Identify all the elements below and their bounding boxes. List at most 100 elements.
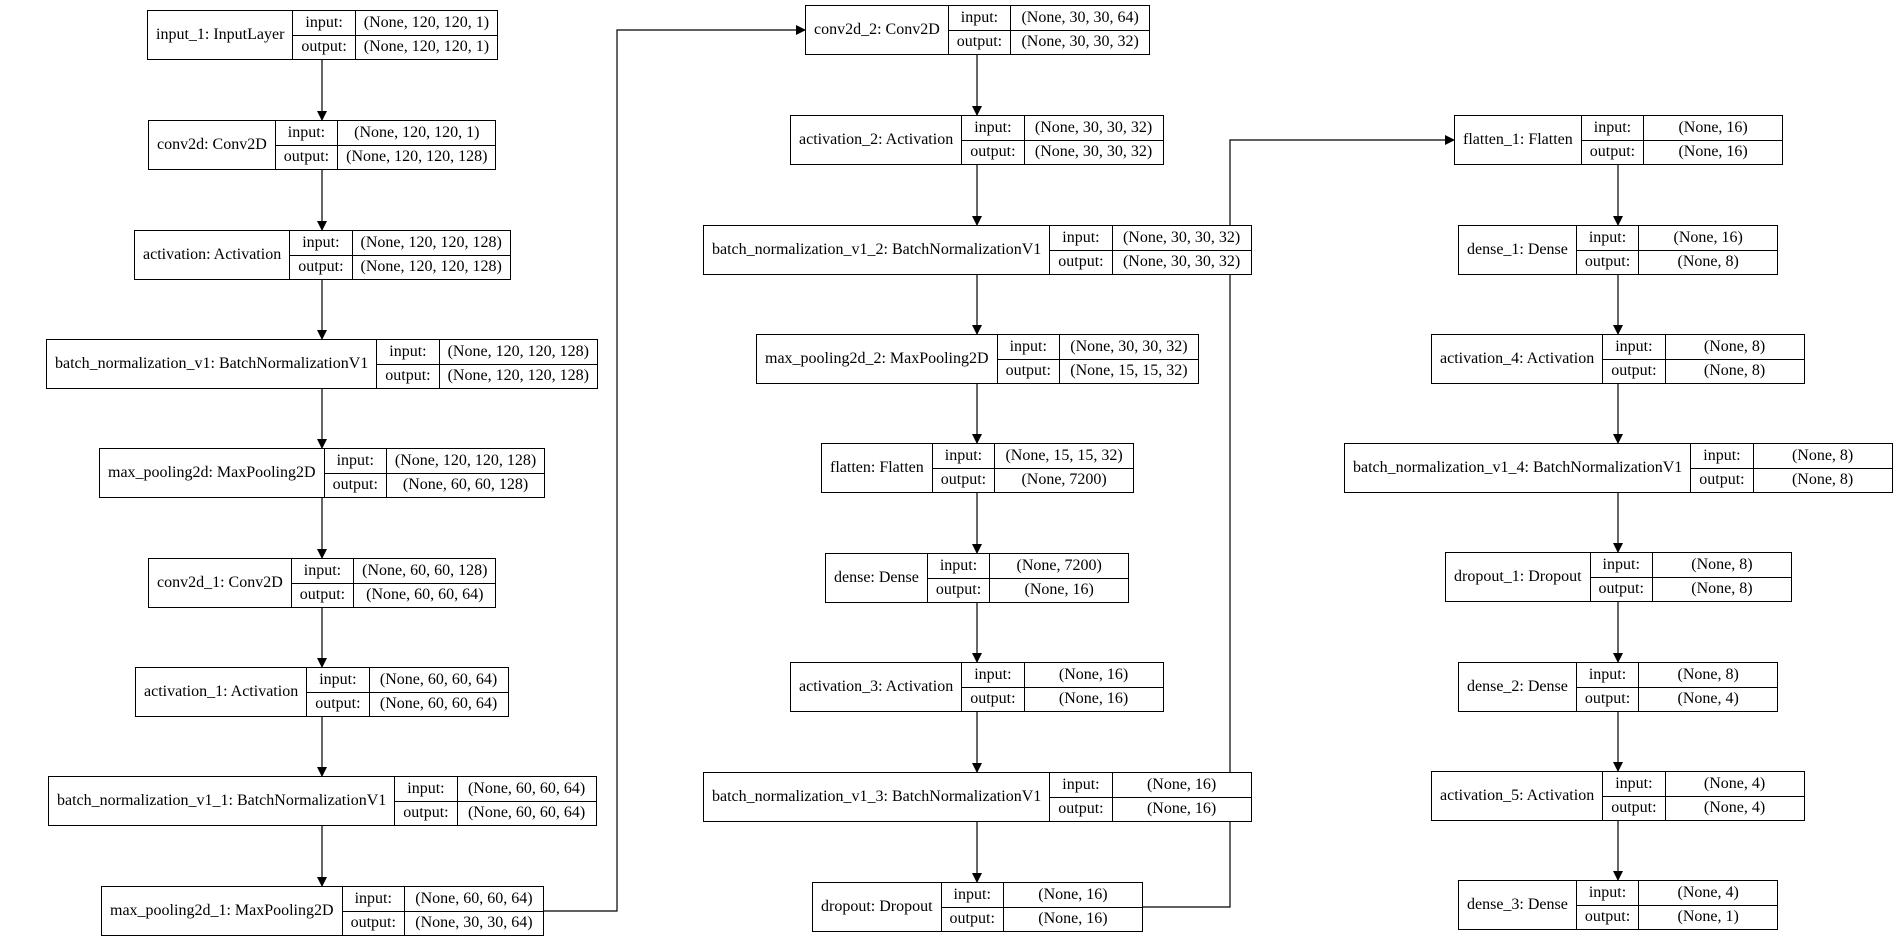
output-label: output: <box>1584 690 1631 708</box>
output-shape: (None, 120, 120, 128) <box>346 148 488 166</box>
input-label: input: <box>997 335 1059 360</box>
output-shape: (None, 16) <box>1038 910 1108 928</box>
input-shape: (None, 60, 60, 64) <box>369 668 508 693</box>
output-shape: (None, 16) <box>1058 690 1129 708</box>
output-label: output: <box>299 586 346 604</box>
output-label: output: <box>1589 143 1636 161</box>
input-shape: (None, 16) <box>1024 663 1163 688</box>
layer-name: dense_1: Dense <box>1459 226 1577 274</box>
shapes: (None, 8)(None, 4) <box>1639 663 1778 711</box>
input-shape: (None, 8) <box>1639 663 1778 688</box>
layer-name: dropout_1: Dropout <box>1446 553 1591 601</box>
input-shape: (None, 8) <box>1753 444 1892 469</box>
output-shape: (None, 120, 120, 1) <box>363 38 490 56</box>
shapes: (None, 120, 120, 128)(None, 60, 60, 128) <box>386 449 545 497</box>
input-shape: (None, 8) <box>1665 335 1804 360</box>
io-labels: input: output: <box>1576 663 1640 711</box>
layer-name: batch_normalization_v1_4: BatchNormaliza… <box>1345 444 1692 492</box>
input-label: input: <box>962 663 1024 688</box>
io-labels: input:output: <box>1603 772 1666 820</box>
io-labels: input: output: <box>962 663 1025 711</box>
layer-name: dense_3: Dense <box>1459 881 1577 929</box>
shapes: (None, 16) (None, 16) <box>1024 663 1163 711</box>
layer-name: batch_normalization_v1: BatchNormalizati… <box>47 340 378 388</box>
input-label: input: <box>275 121 338 146</box>
shapes: (None, 30, 30, 32)(None, 15, 15, 32) <box>1059 335 1198 383</box>
input-shape: (None, 120, 120, 128) <box>386 449 545 474</box>
input-label: input: <box>932 444 995 469</box>
input-shape: (None, 15, 15, 32) <box>995 444 1134 469</box>
output-shape: (None, 60, 60, 64) <box>467 804 586 822</box>
layer-name: flatten_1: Flatten <box>1455 116 1582 164</box>
output-label: output: <box>970 690 1016 708</box>
output-label: output: <box>1611 799 1657 817</box>
io-labels: input:output: <box>1576 881 1640 929</box>
output-label: output: <box>350 914 396 932</box>
input-label: input: <box>1576 663 1639 688</box>
layer-name: max_pooling2d_2: MaxPooling2D <box>757 335 998 383</box>
layer-node: batch_normalization_v1_3: BatchNormaliza… <box>703 772 1252 822</box>
output-shape: (None, 60, 60, 64) <box>379 695 498 713</box>
layer-name: activation_3: Activation <box>791 663 963 711</box>
input-shape: (None, 120, 120, 128) <box>352 231 510 256</box>
output-label: output: <box>949 910 995 928</box>
io-labels: input:output: <box>291 559 355 607</box>
io-labels: input: output: <box>290 231 353 279</box>
output-label: output: <box>940 471 987 489</box>
output-label: output: <box>1584 908 1631 926</box>
output-shape: (None, 1) <box>1677 908 1739 926</box>
input-label: input: <box>290 231 352 256</box>
io-labels: input:output: <box>377 340 440 388</box>
layer-node: batch_normalization_v1_1: BatchNormaliza… <box>48 776 597 826</box>
output-label: output: <box>301 38 347 56</box>
output-shape: (None, 120, 120, 128) <box>447 367 589 385</box>
input-shape: (None, 8) <box>1652 553 1791 578</box>
output-label: output: <box>332 476 378 494</box>
output-shape: (None, 4) <box>1703 799 1766 817</box>
output-label: output: <box>1005 362 1051 380</box>
layer-name: activation: Activation <box>135 231 291 279</box>
io-labels: input: output: <box>1603 335 1666 383</box>
connector-arrow <box>544 25 806 912</box>
shapes: (None, 8)(None, 8) <box>1753 444 1892 492</box>
io-labels: input:output: <box>1590 553 1653 601</box>
layer-name: activation_2: Activation <box>791 116 963 164</box>
shapes: (None, 15, 15, 32) (None, 7200) <box>995 444 1134 492</box>
input-shape: (None, 4) <box>1665 772 1804 797</box>
layer-name: activation_4: Activation <box>1432 335 1604 383</box>
layer-name: dropout: Dropout <box>813 883 942 931</box>
output-label: output: <box>1611 362 1657 380</box>
input-label: input: <box>1603 335 1665 360</box>
output-label: output: <box>1598 580 1644 598</box>
output-shape: (None, 7200) <box>1021 471 1107 489</box>
output-shape: (None, 8) <box>1677 253 1739 271</box>
output-label: output: <box>298 258 344 276</box>
input-label: input: <box>324 449 386 474</box>
io-labels: input: output: <box>932 444 996 492</box>
input-shape: (None, 30, 30, 32) <box>1112 226 1251 251</box>
output-shape: (None, 30, 30, 64) <box>415 914 533 932</box>
shapes: (None, 120, 120, 1)(None, 120, 120, 1) <box>355 11 498 59</box>
io-labels: input:output: <box>1050 226 1113 274</box>
output-shape: (None, 60, 60, 64) <box>366 586 484 604</box>
layer-name: activation_1: Activation <box>136 668 308 716</box>
layer-node: batch_normalization_v1_4: BatchNormaliza… <box>1344 443 1893 493</box>
output-shape: (None, 8) <box>1703 362 1766 380</box>
layer-name: conv2d_1: Conv2D <box>149 559 292 607</box>
input-shape: (None, 60, 60, 64) <box>404 887 543 912</box>
input-label: input: <box>1691 444 1753 469</box>
input-label: input: <box>962 116 1024 141</box>
layer-name: conv2d_2: Conv2D <box>806 6 949 54</box>
input-shape: (None, 120, 120, 1) <box>338 121 496 146</box>
layer-name: input_1: InputLayer <box>148 11 294 59</box>
input-label: input: <box>1576 226 1639 251</box>
input-label: input: <box>395 777 457 802</box>
